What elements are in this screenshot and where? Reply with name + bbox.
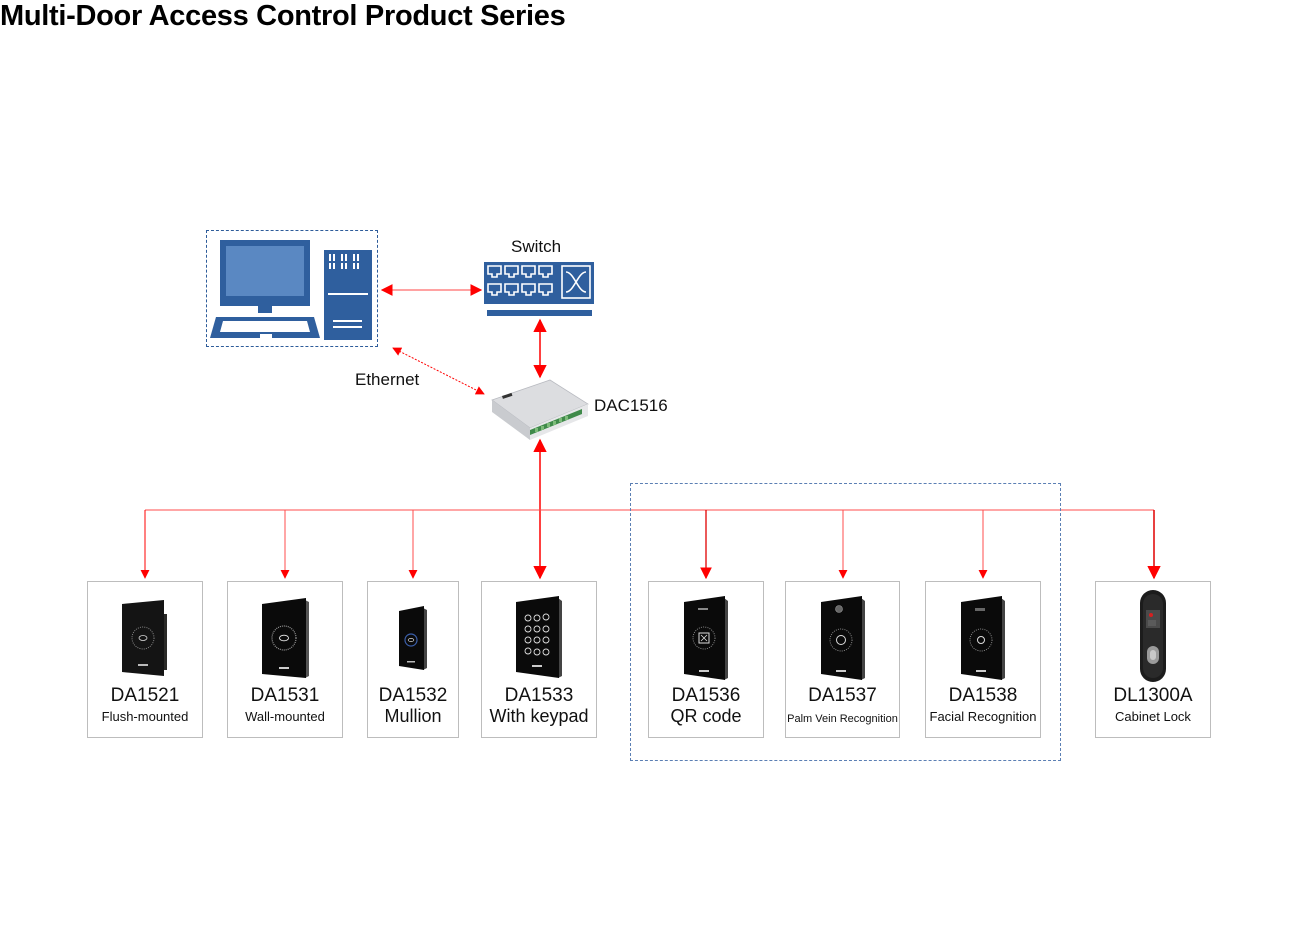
keypad-reader-icon [516, 596, 562, 678]
device-model: DA1533 [504, 685, 574, 706]
cabinet-lock-icon [1140, 590, 1166, 682]
device-card-dl1300a[interactable]: DL1300A Cabinet Lock [1095, 581, 1211, 738]
network-switch-icon [484, 262, 594, 316]
page-title: Multi-Door Access Control Product Series [0, 0, 566, 32]
device-model: DA1531 [250, 685, 320, 706]
device-model: DA1521 [110, 685, 180, 706]
device-description: Wall-mounted [245, 709, 325, 724]
device-card-da1531[interactable]: DA1531 Wall-mounted [227, 581, 343, 738]
device-description: QR code [670, 706, 742, 726]
access-controller-board-icon [491, 379, 589, 440]
device-description: Cabinet Lock [1115, 709, 1191, 724]
switch-label: Switch [511, 237, 562, 256]
device-description: Facial Recognition [929, 709, 1037, 724]
device-card-da1538[interactable]: DA1538 Facial Recognition [925, 581, 1041, 738]
device-description: Palm Vein Recognition [787, 713, 898, 725]
device-card-da1536[interactable]: DA1536 QR code [648, 581, 764, 738]
device-description: Flush-mounted [101, 709, 189, 724]
device-drops [140, 510, 1161, 580]
mullion-reader-icon [399, 606, 427, 670]
ethernet-label: Ethernet [355, 370, 420, 389]
device-card-da1533[interactable]: DA1533 With keypad [481, 581, 597, 738]
computer-workstation-icon [210, 240, 372, 340]
palm-vein-reader-icon [820, 596, 865, 680]
workstation-group [206, 230, 378, 347]
qr-reader-icon [684, 596, 728, 680]
device-model: DL1300A [1113, 685, 1193, 706]
device-card-da1537[interactable]: DA1537 Palm Vein Recognition [785, 581, 900, 738]
device-model: DA1536 [671, 685, 741, 706]
controller-label: DAC1516 [594, 396, 668, 415]
facial-reader-icon [961, 596, 1005, 680]
advanced-readers-group [630, 483, 1061, 761]
device-model: DA1532 [378, 685, 448, 706]
device-card-da1532[interactable]: DA1532 Mullion [367, 581, 459, 738]
device-card-da1521[interactable]: DA1521 Flush-mounted [87, 581, 203, 738]
wire-ethernet [392, 347, 485, 395]
flush-mounted-reader-icon [122, 600, 167, 676]
device-description: With keypad [489, 706, 589, 726]
device-model: DA1538 [948, 685, 1018, 706]
device-description: Mullion [384, 706, 442, 726]
wall-mounted-reader-icon [262, 598, 309, 678]
device-model: DA1537 [808, 685, 877, 706]
